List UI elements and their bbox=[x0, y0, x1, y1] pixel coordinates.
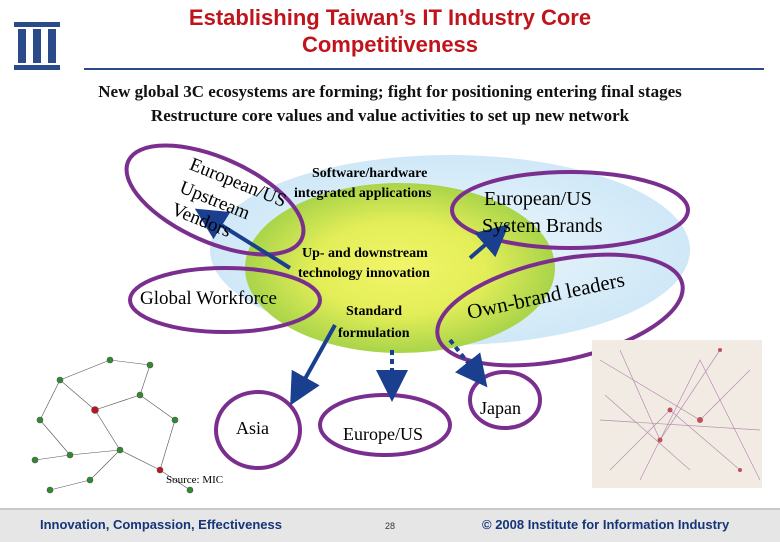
software-label-1: Software/hardware bbox=[312, 166, 427, 182]
source-note: Source: MIC bbox=[166, 474, 223, 486]
innovation-label-2: technology innovation bbox=[298, 266, 430, 282]
asia-label: Asia bbox=[236, 418, 269, 439]
standard-label-1: Standard bbox=[346, 304, 402, 320]
workforce-label: Global Workforce bbox=[140, 288, 277, 310]
standard-label-2: formulation bbox=[338, 326, 410, 342]
network-graph-left bbox=[32, 357, 193, 493]
europe-us-label: Europe/US bbox=[343, 424, 423, 445]
footer-copyright: © 2008 Institute for Information Industr… bbox=[482, 517, 729, 532]
japan-label: Japan bbox=[480, 398, 521, 419]
page-number: 28 bbox=[372, 521, 408, 531]
brands-label-2: System Brands bbox=[482, 215, 603, 238]
software-label-2: integrated applications bbox=[294, 186, 431, 202]
footer-motto: Innovation, Compassion, Effectiveness bbox=[40, 517, 282, 532]
innovation-label-1: Up- and downstream bbox=[302, 246, 428, 262]
network-graph-right bbox=[592, 340, 762, 488]
brands-label-1: European/US bbox=[484, 188, 592, 211]
